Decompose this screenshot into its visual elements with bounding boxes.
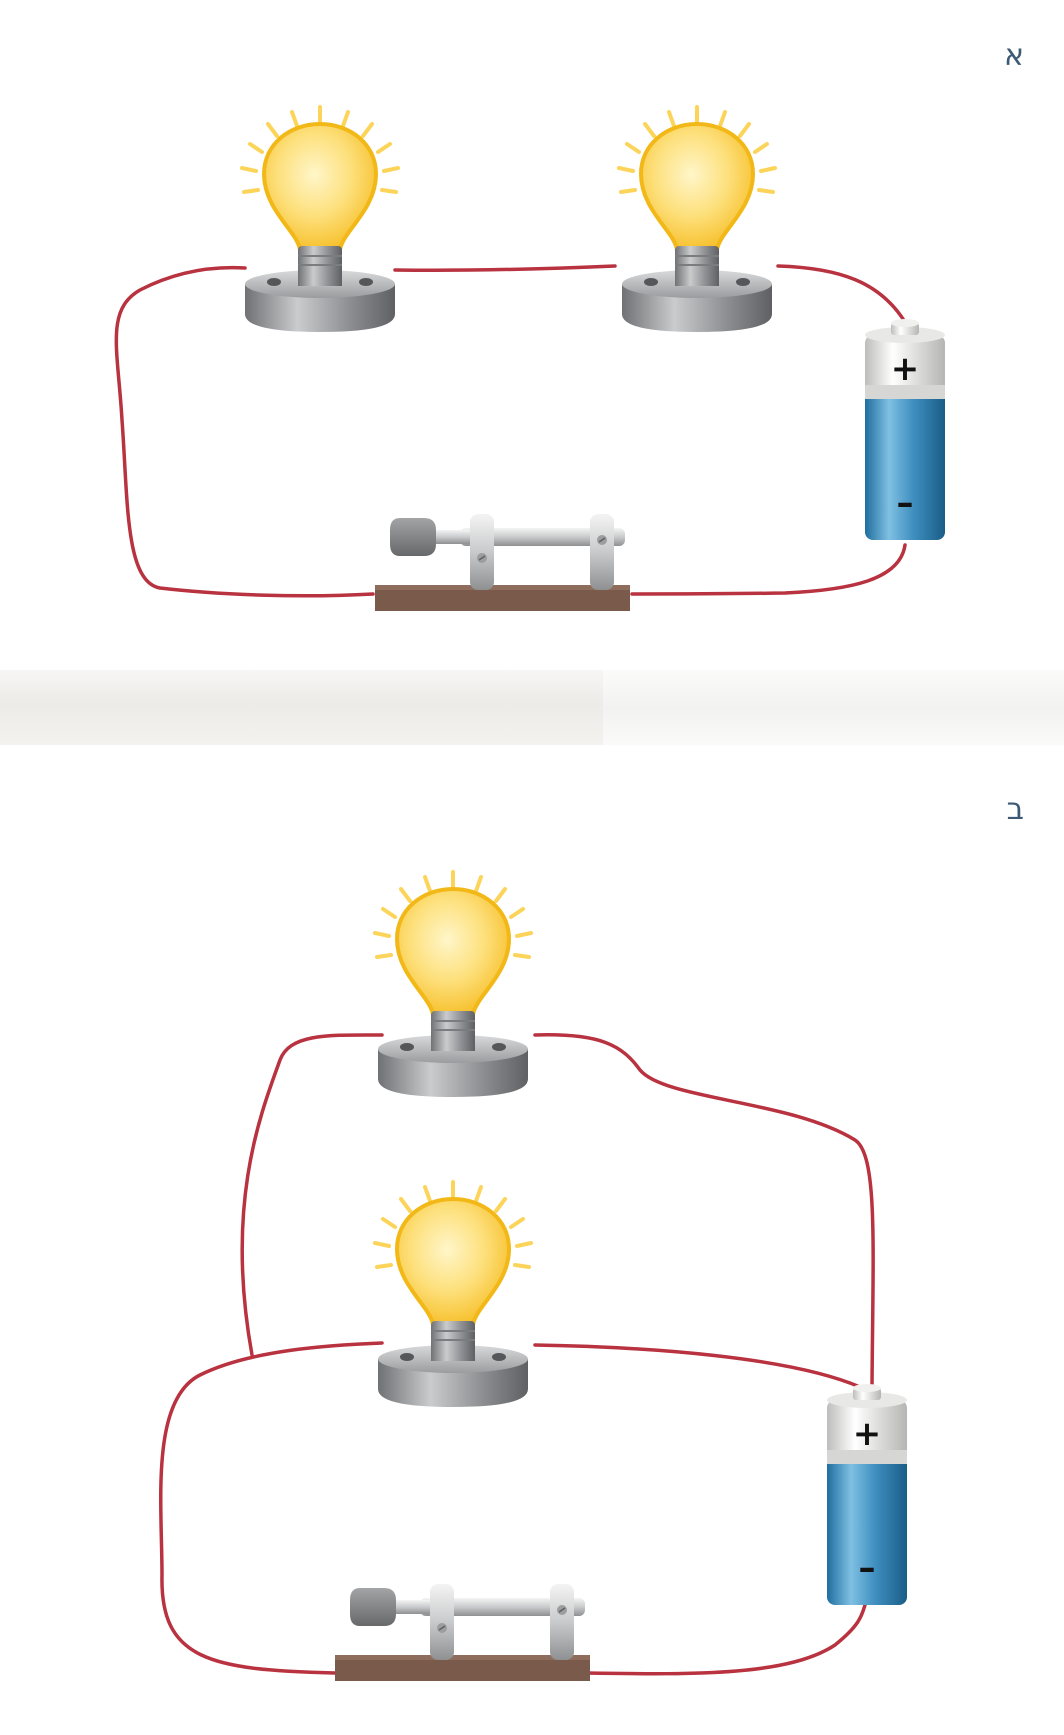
bulb-2	[617, 105, 777, 334]
battery-positive-mark: +	[853, 1414, 882, 1454]
bulb-bottom	[373, 1180, 533, 1409]
wire-bottom-bulb-right	[533, 1343, 862, 1389]
wire-switch-bulb1	[114, 265, 375, 598]
panel-label-b: ב	[1006, 792, 1024, 827]
bulb-1	[240, 105, 400, 334]
wire-top-bulb-right	[533, 1033, 875, 1389]
panel-divider-highlight	[603, 670, 1064, 745]
wire-top-bulb-left	[240, 1033, 384, 1357]
battery-positive-mark: +	[891, 349, 920, 389]
switch	[334, 1583, 591, 1682]
wire-bulb1-bulb2	[393, 264, 617, 273]
series-circuit-diagram: + –	[114, 105, 945, 612]
wire-switch-battery	[585, 1603, 867, 1676]
wire-bottom-bulb-left	[158, 1341, 384, 1675]
panel-series-circuit: א + –	[0, 0, 1064, 670]
battery-negative-mark: –	[897, 483, 914, 523]
wire-battery-switch	[630, 543, 907, 596]
switch	[374, 513, 631, 612]
panel-label-a: א	[1003, 38, 1024, 73]
wire-bulb2-battery	[776, 264, 907, 324]
bulb-top	[373, 870, 533, 1099]
battery-negative-mark: –	[859, 1548, 876, 1588]
parallel-circuit-diagram: + –	[158, 870, 907, 1682]
panel-parallel-circuit: ב + –	[0, 745, 1064, 1735]
